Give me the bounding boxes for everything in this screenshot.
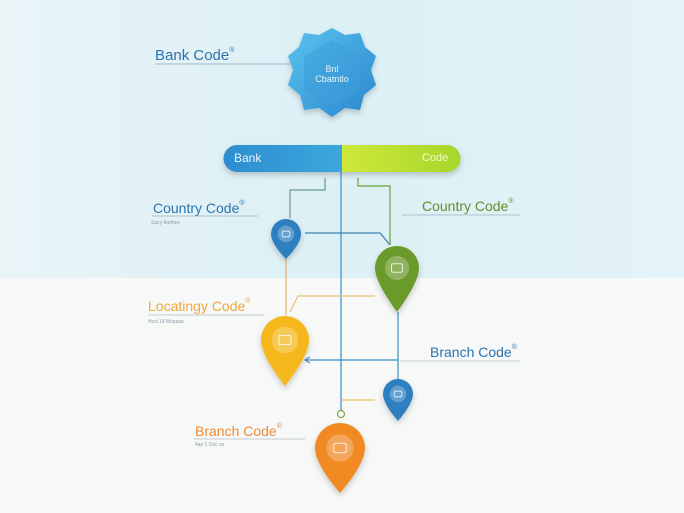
map-pin-yellow [261, 316, 309, 386]
bank-badge [288, 28, 376, 117]
fingerprint-icon [393, 390, 403, 398]
locating-code-title: Locatingy Code® [148, 298, 251, 314]
connector [289, 178, 326, 218]
building-icon [281, 230, 291, 238]
bank-card-icon [391, 263, 403, 273]
arrowhead-icon [303, 356, 311, 364]
connector-lines [148, 63, 520, 440]
country-code-left-title: Country Code® [153, 200, 245, 216]
map-pin-blue [271, 219, 301, 259]
branch-code-left-title: Branch Code® [195, 423, 282, 439]
bank-code-title: Bank Code® [155, 47, 235, 64]
connector [289, 295, 375, 313]
connector [357, 178, 391, 245]
junction-node [336, 409, 346, 419]
map-pin-blue [383, 379, 413, 421]
locating-code-subtitle: Hcsl 18 Mcpaas [148, 319, 184, 325]
map-pin-green [375, 246, 419, 312]
connector [305, 232, 391, 246]
bank-card-icon [333, 442, 347, 454]
bar-right-label: Code [422, 152, 449, 164]
bar-left-label: Bank [234, 151, 262, 165]
country-code-left-subtitle: Sacy thethes [151, 220, 180, 226]
country-code-right-title: Country Code® [422, 198, 514, 214]
bank-code-bar [223, 145, 461, 172]
branch-code-left-subtitle: 4ay 1 Ooc ss [195, 442, 225, 448]
branch-code-right-title: Branch Code® [430, 344, 517, 360]
map-pin-orange [315, 423, 365, 493]
bank-card-icon [278, 334, 292, 346]
